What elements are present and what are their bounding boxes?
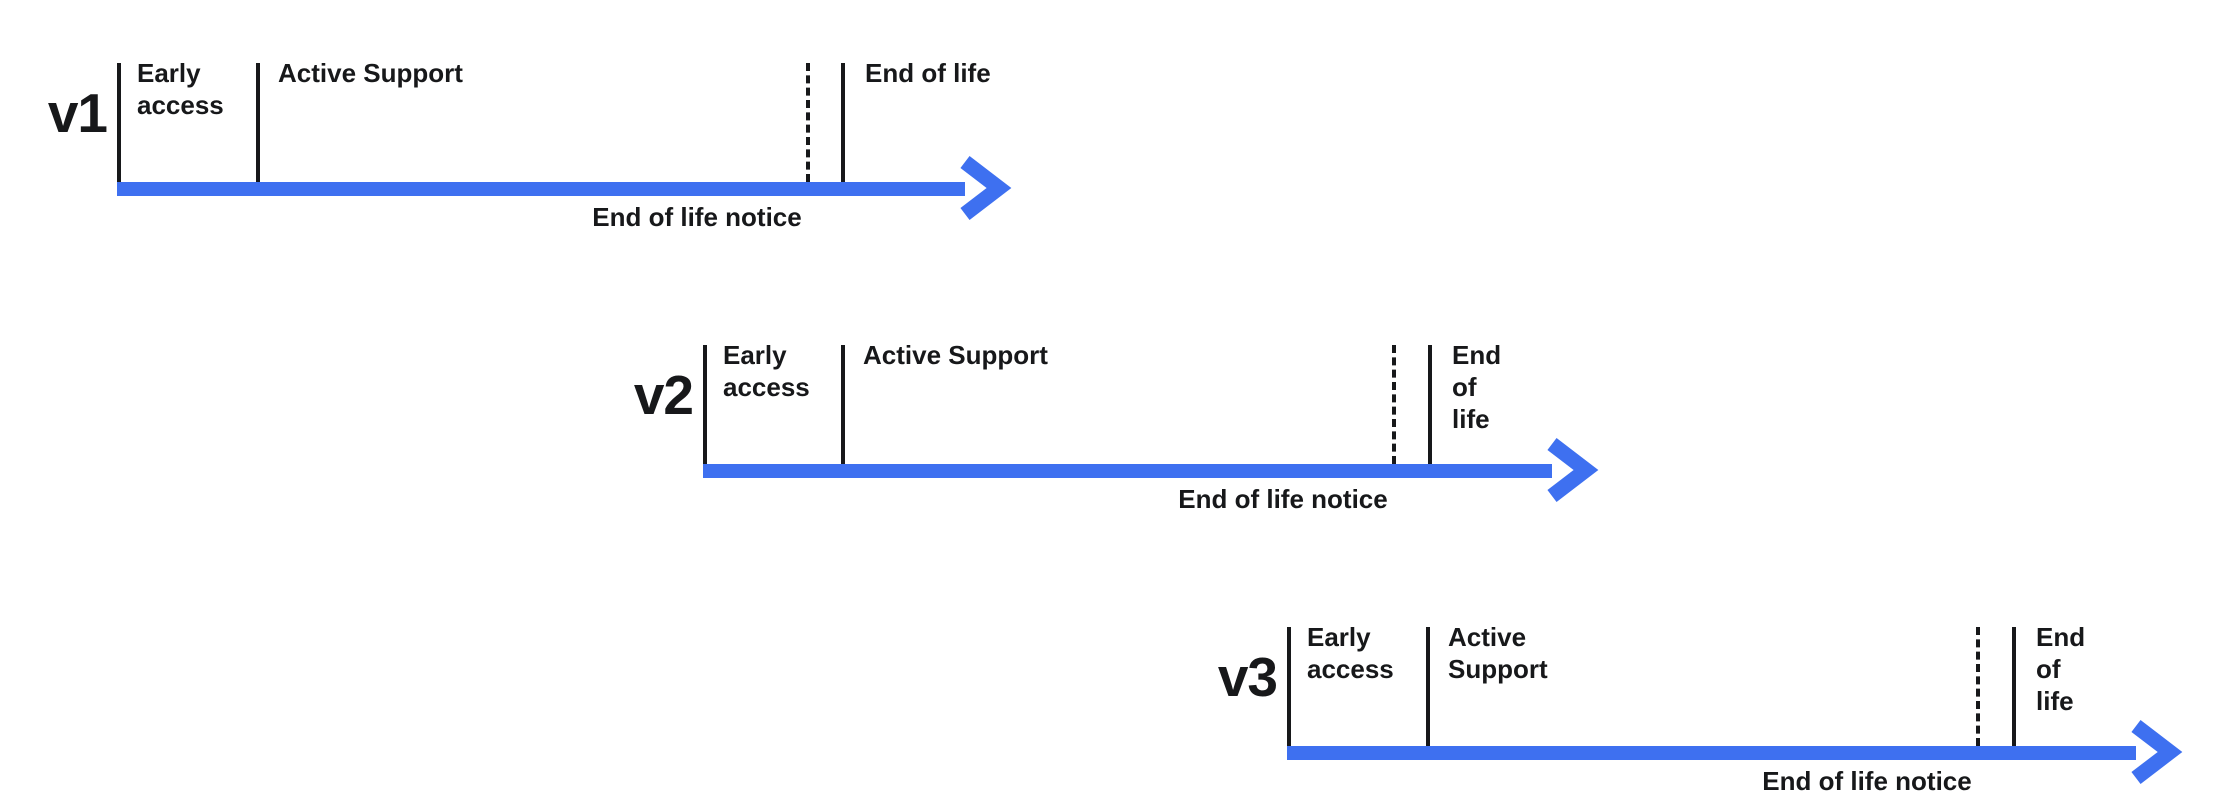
lifecycle-bar [117,182,965,196]
version-label-v3: v3 [1217,646,1278,708]
early-access-label: Early access [1307,622,1394,684]
end-of-life-marker [2012,627,2016,746]
end-of-life-notice-label: End of life notice [1762,766,1972,796]
active-support-label: Active Support [278,58,463,88]
active-support-label: Active Support [863,340,1048,370]
version-label-v1: v1 [47,82,108,144]
phase-divider-marker [256,63,260,182]
lifecycle-bar [703,464,1552,478]
end-of-life-label: End of life [1452,340,1502,434]
phase-start-marker [1287,627,1291,746]
end-of-life-marker [841,63,845,182]
end-of-life-label: End of life [2036,622,2086,716]
end-of-life-marker [1428,345,1432,464]
lifecycle-bar [1287,746,2136,760]
end-of-life-label: End of life [865,58,991,88]
timeline-arrow-icon [1542,438,1608,504]
phase-start-marker [703,345,707,464]
early-access-label: Early access [723,340,810,402]
active-support-label: Active Support [1448,622,1548,684]
end-of-life-notice-label: End of life notice [1178,484,1388,514]
end-of-life-notice-marker [1392,345,1396,464]
timeline-arrow-icon [955,156,1021,222]
end-of-life-notice-marker [1976,627,1980,746]
end-of-life-notice-marker [806,63,810,182]
phase-divider-marker [1426,627,1430,746]
phase-start-marker [117,63,121,182]
timeline-arrow-icon [2126,720,2192,786]
version-label-v2: v2 [633,364,694,426]
early-access-label: Early access [137,58,224,120]
end-of-life-notice-label: End of life notice [592,202,802,232]
phase-divider-marker [841,345,845,464]
